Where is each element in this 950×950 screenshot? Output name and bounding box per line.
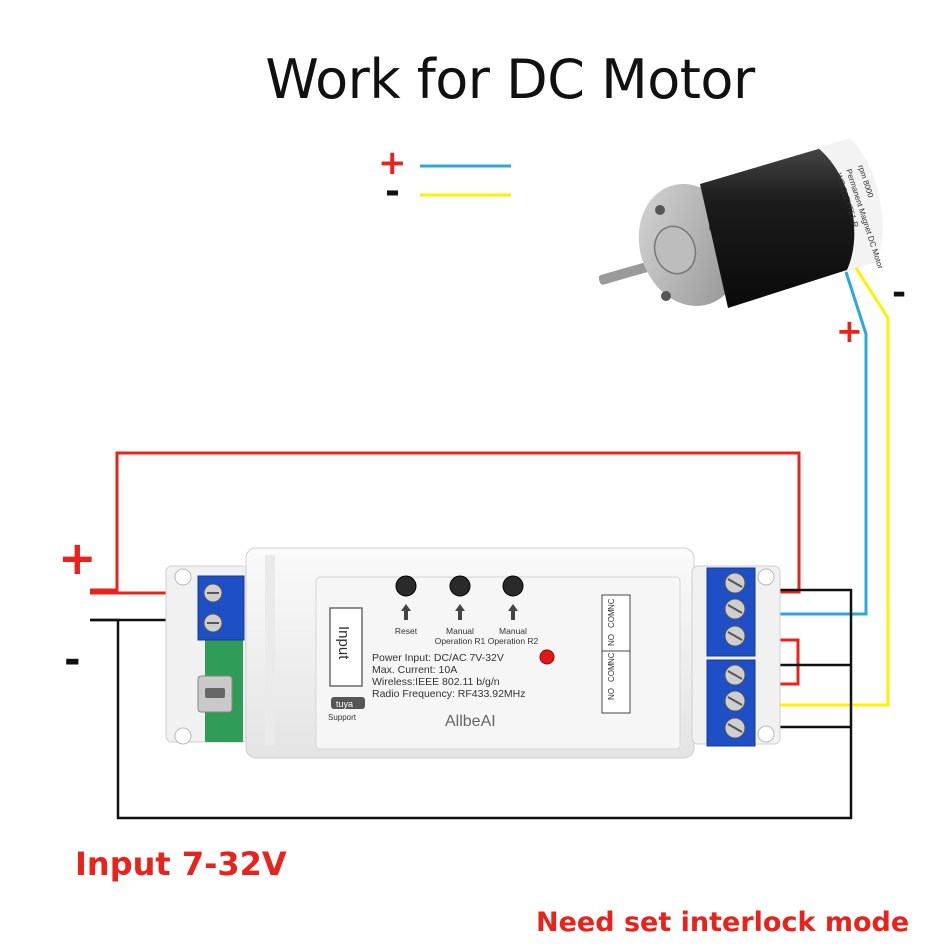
relay-terminal-screws — [724, 572, 746, 739]
input-tag-text: Input — [335, 626, 352, 660]
relay-terminal-label: COM — [607, 609, 616, 628]
motor-minus-symbol: - — [892, 273, 907, 313]
relay-terminal-label: NC — [607, 598, 616, 610]
legend-plus-symbol: + — [378, 143, 407, 183]
input-tag-box — [329, 607, 363, 687]
relay-label-strip-2 — [601, 650, 631, 714]
terminal-screw — [724, 664, 746, 686]
input-plus-symbol: + — [58, 531, 97, 585]
page-title: Work for DC Motor — [265, 48, 755, 111]
device-spec-line: Radio Frequency: RF433.92MHz — [372, 688, 526, 700]
device-brand: AllbeAI — [445, 713, 496, 730]
device-spec-line: Wireless:IEEE 802.11 b/g/n — [372, 676, 500, 688]
terminal-screw — [724, 598, 746, 620]
dc-motor: Permanent Magnet DC Motor WS-31ZYT51-R r… — [598, 138, 885, 308]
device-spec-line: Max. Current: 10A — [372, 664, 457, 676]
tuya-badge — [331, 697, 365, 709]
relay-label-strip-1 — [601, 594, 631, 652]
motor-blue-lead — [755, 271, 868, 616]
device-button-label: Reset — [395, 626, 418, 636]
relay-terminal-label: NO — [607, 688, 616, 700]
terminal-screw — [724, 572, 746, 594]
relay-terminal-label: COM — [607, 663, 616, 682]
terminal-screw — [724, 690, 746, 712]
device-button: Reset — [395, 575, 418, 636]
terminal-screw — [724, 625, 746, 647]
relay-terminal-label: NO — [607, 634, 616, 646]
device-spec-line: Power Input: DC/AC 7V-32V — [372, 652, 504, 664]
motor-plus-symbol: + — [836, 312, 863, 350]
interlock-note: Need set interlock mode — [536, 907, 910, 938]
input-voltage-caption: Input 7-32V — [75, 845, 287, 883]
terminal-screw — [724, 717, 746, 739]
relay-terminal-label: NC — [607, 652, 616, 664]
tuya-text: tuya — [336, 699, 353, 709]
red-feed-wire — [90, 451, 801, 594]
support-text: Support — [328, 713, 357, 722]
input-minus-symbol: - — [64, 637, 81, 683]
motor-yellow-lead — [755, 267, 890, 707]
status-led — [539, 649, 555, 665]
legend-minus-symbol: - — [385, 171, 400, 212]
